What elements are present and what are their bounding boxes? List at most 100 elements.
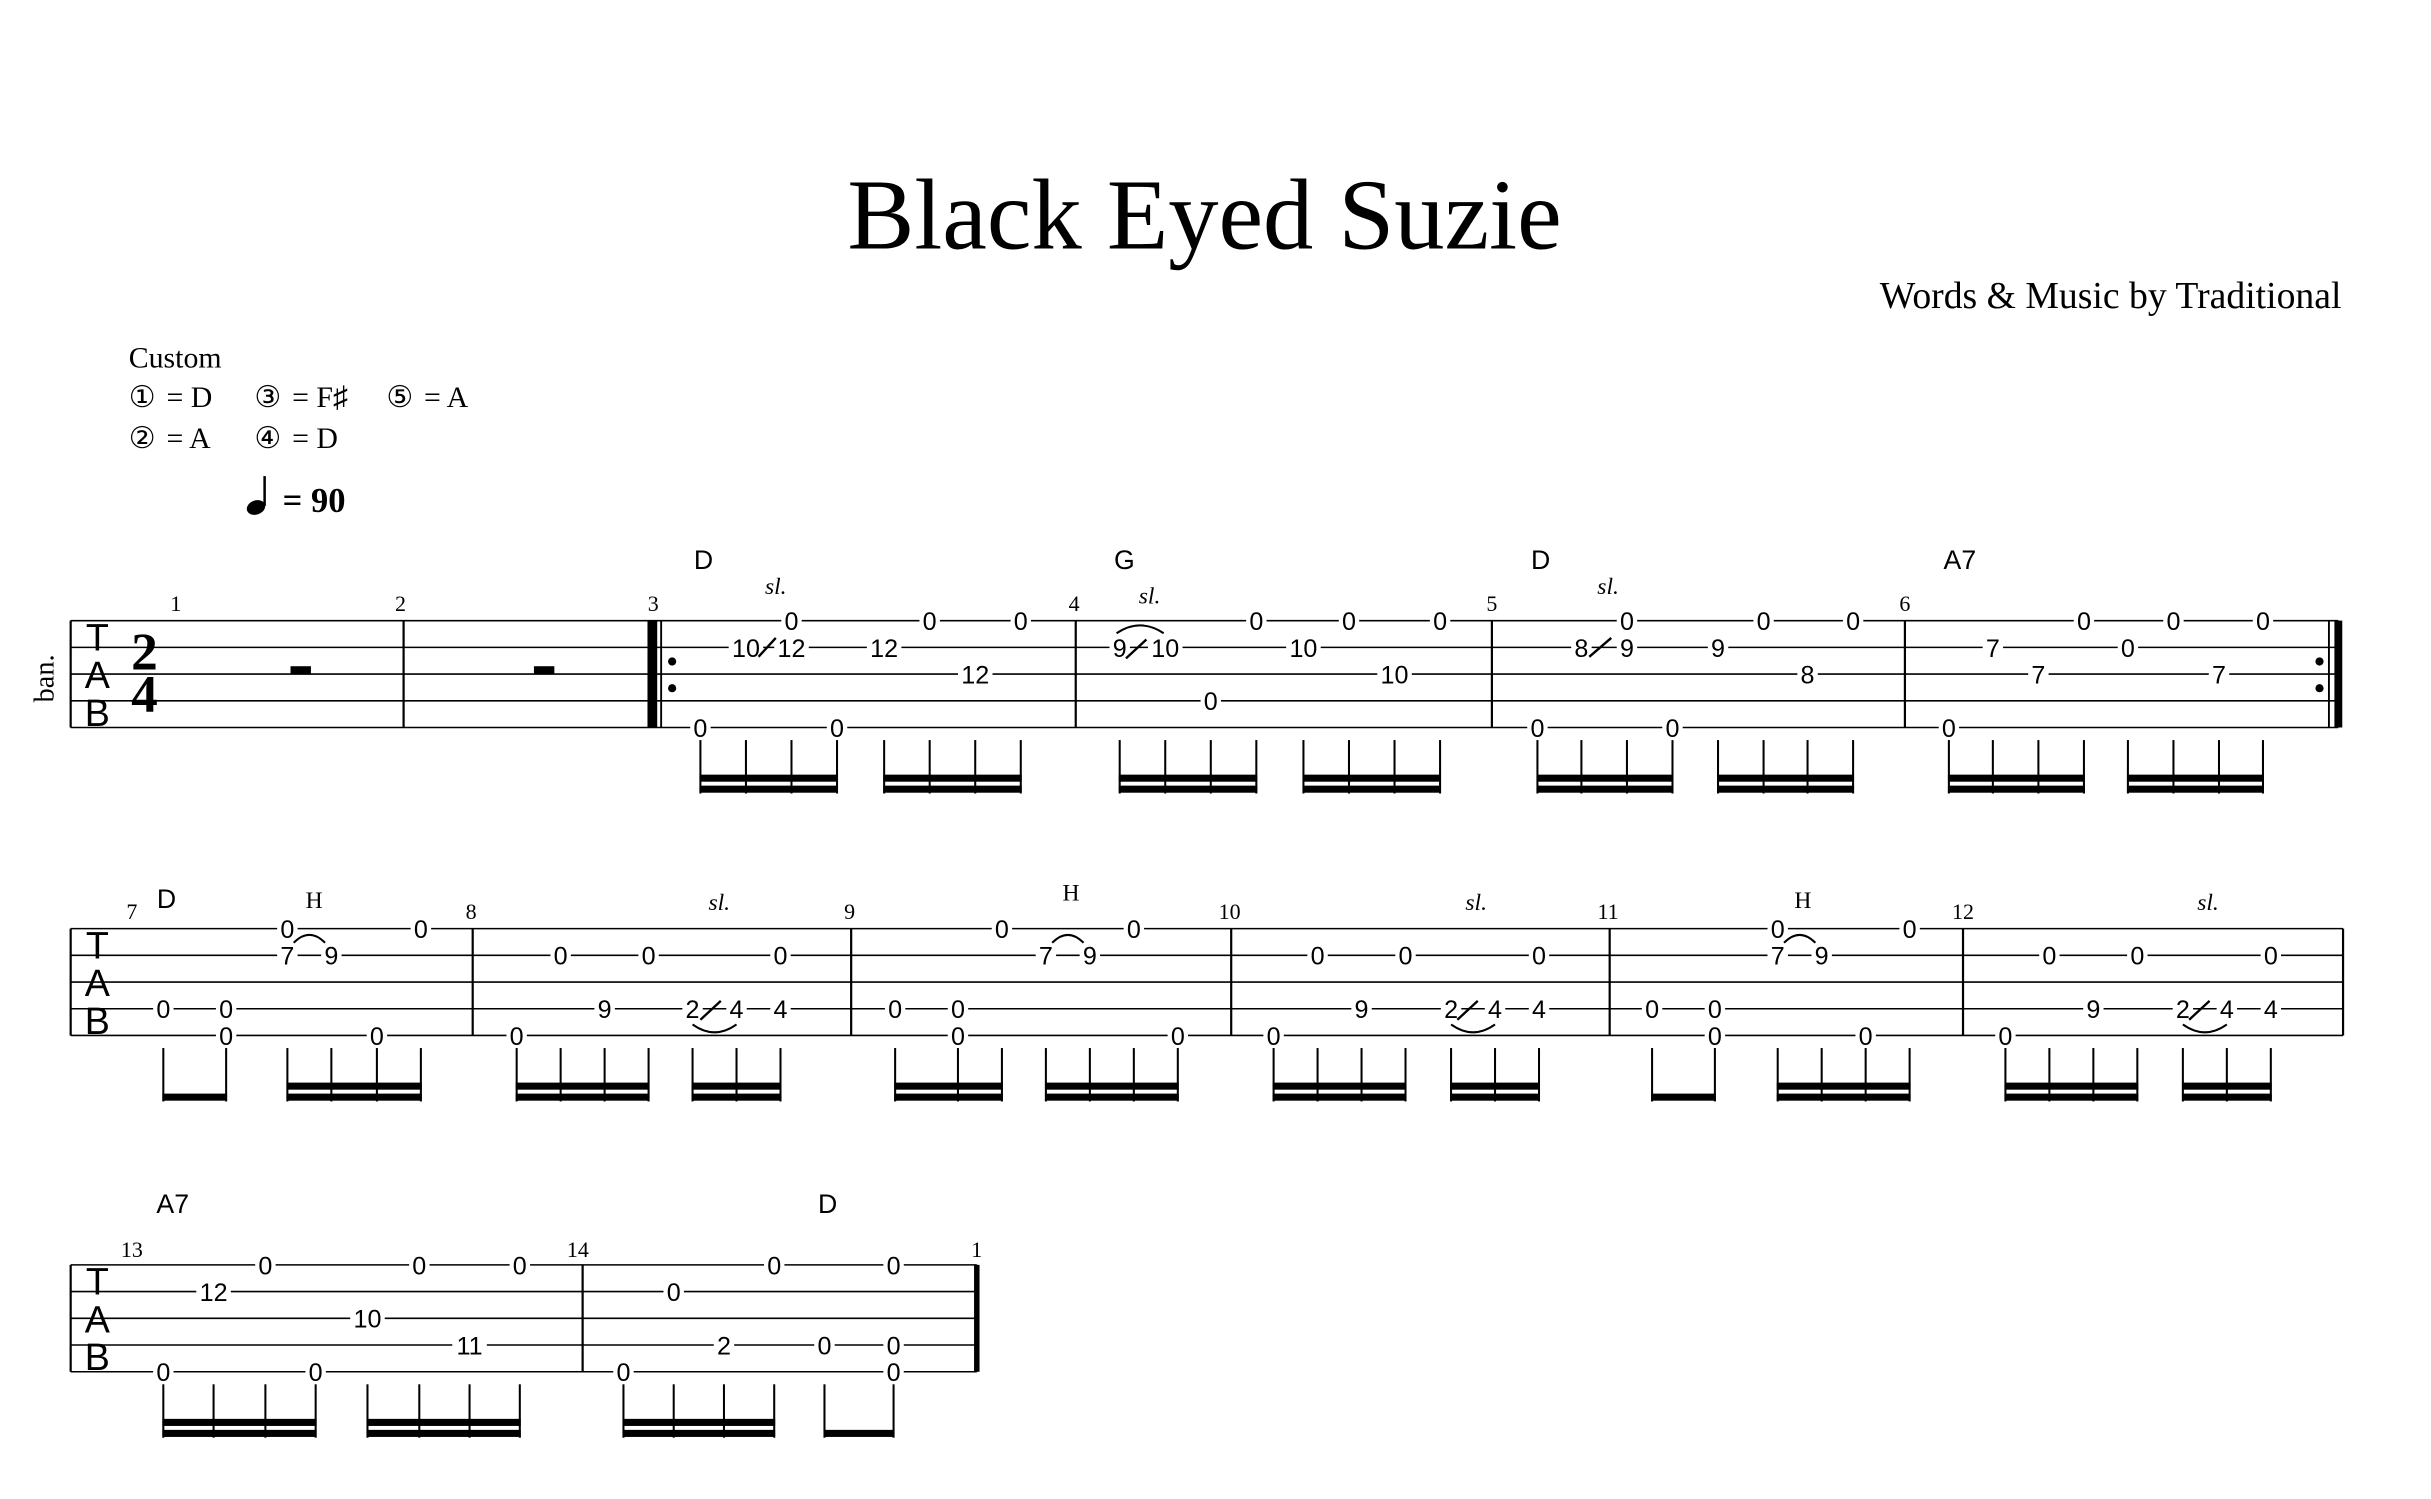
slide-line <box>2188 1000 2211 1021</box>
chord-name: G <box>1114 545 1135 575</box>
beam <box>691 1082 782 1090</box>
fret-bg <box>509 1252 531 1278</box>
tuning-string-5-note: = A <box>424 381 469 414</box>
fret-bg <box>814 1332 835 1358</box>
fret-bg <box>781 608 802 634</box>
fret-bg <box>1377 661 1412 687</box>
fret-number: 0 <box>280 916 294 944</box>
tab-clef-b: B <box>85 1336 110 1378</box>
fret-number: 0 <box>817 1332 831 1360</box>
fret-number: 0 <box>156 996 170 1024</box>
fret-number: 11 <box>457 1332 483 1360</box>
fret-number: 0 <box>2256 608 2270 636</box>
fret-number: 0 <box>642 943 656 971</box>
tuning-string-1-note: = D <box>166 381 212 414</box>
fret-bg <box>1263 1022 1284 1049</box>
fret-number: 0 <box>219 1023 233 1051</box>
beam <box>883 774 1022 782</box>
fret-bg <box>1035 942 1057 968</box>
slide-line <box>1456 1000 1479 1021</box>
fret-bg <box>1767 916 1788 942</box>
fret-bg <box>1286 634 1321 660</box>
fret-number: 0 <box>995 916 1009 944</box>
fret-number: 0 <box>412 1252 426 1280</box>
fret-bg <box>1307 942 1328 968</box>
repeat-dot <box>668 684 677 693</box>
measure-number: 8 <box>466 899 477 924</box>
fret-bg <box>826 714 848 741</box>
beam <box>1302 774 1442 782</box>
fret-bg <box>2028 661 2049 687</box>
fret-bg <box>883 1252 904 1278</box>
chord-name: A7 <box>156 1189 189 1219</box>
fret-number: 0 <box>370 1023 384 1051</box>
chord-name: A7 <box>1944 545 1977 575</box>
fret-number: 0 <box>1708 996 1722 1024</box>
fret-number: 4 <box>2264 996 2278 1024</box>
fret-bg <box>883 1332 904 1358</box>
fret-number: 9 <box>1711 635 1725 663</box>
fret-number: 0 <box>1267 1023 1281 1051</box>
fret-bg <box>1338 608 1360 634</box>
fret-bg <box>1753 608 1774 634</box>
fret-number: 0 <box>414 916 428 944</box>
chord-name: D <box>157 884 176 914</box>
tuning-string-2-num: ② <box>129 422 156 455</box>
beam <box>2181 1093 2272 1101</box>
fret-bg <box>409 1252 430 1278</box>
fret-number: 2 <box>686 996 700 1024</box>
instrument-label: ban. <box>29 654 60 702</box>
slide-label: sl. <box>765 574 787 600</box>
fret-bg <box>770 942 791 968</box>
beam <box>622 1418 776 1426</box>
fret-bg <box>1616 608 1638 634</box>
measure-number: 1 <box>971 1237 982 1262</box>
fret-number: 10 <box>1289 635 1317 663</box>
fret-number: 0 <box>887 1332 901 1360</box>
fret-bg <box>366 1022 388 1049</box>
fret-number: 12 <box>778 635 806 663</box>
fret-number: 0 <box>1342 608 1356 636</box>
fret-bg <box>1641 996 1663 1022</box>
fret-bg <box>663 1279 684 1305</box>
tie-arc <box>691 1023 738 1034</box>
fret-number: 0 <box>1014 608 1028 636</box>
fret-number: 0 <box>887 1359 901 1387</box>
beam <box>1947 785 2085 793</box>
fret-number: 0 <box>767 1252 781 1280</box>
fret-bg <box>506 1022 527 1049</box>
fret-number: 0 <box>693 715 707 743</box>
fret-number: 0 <box>951 996 965 1024</box>
fret-bg <box>866 634 902 660</box>
beam <box>691 1093 782 1101</box>
measure-number: 5 <box>1486 591 1497 616</box>
beam <box>1044 1093 1179 1101</box>
fret-bg <box>1982 634 2004 660</box>
fret-number: 9 <box>2086 996 2100 1024</box>
fret-number: 0 <box>1859 1023 1873 1051</box>
fret-bg <box>2039 942 2060 968</box>
slide-line <box>699 1000 722 1021</box>
beam <box>894 1082 1003 1090</box>
fret-bg <box>1899 916 1920 942</box>
fret-bg <box>1440 996 1462 1022</box>
beam <box>286 1082 422 1090</box>
time-signature-bottom: 4 <box>131 664 158 724</box>
fret-number: 0 <box>784 608 798 636</box>
fret-number: 0 <box>923 608 937 636</box>
fret-bg <box>1938 714 1960 741</box>
tuning-string-1-num: ① <box>129 381 156 414</box>
fret-bg <box>947 1022 969 1049</box>
slide-label: sl. <box>708 890 730 916</box>
tie-arc <box>1051 933 1085 944</box>
fret-bg <box>690 714 711 741</box>
fret-bg <box>2083 996 2104 1022</box>
fret-bg <box>991 916 1013 942</box>
fret-bg <box>1109 634 1130 660</box>
fret-number: 0 <box>1645 996 1659 1024</box>
measure-number: 14 <box>567 1237 589 1262</box>
beam <box>894 1093 1003 1101</box>
fret-number: 0 <box>888 996 902 1024</box>
tab-clef-t: T <box>86 617 109 659</box>
